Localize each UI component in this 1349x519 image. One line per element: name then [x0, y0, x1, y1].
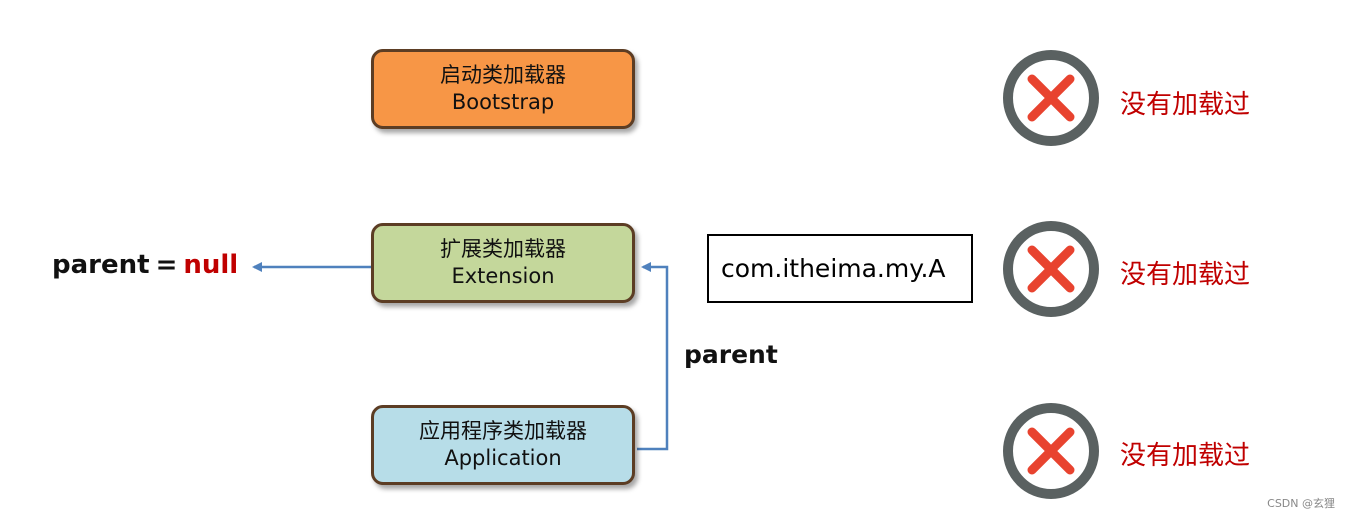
- application-not-loaded-icon: [1003, 403, 1099, 499]
- bootstrap-loader-box: 启动类加载器 Bootstrap: [371, 49, 635, 129]
- parent-null-label: parent=null: [52, 250, 238, 280]
- bootstrap-not-loaded-icon: [1003, 50, 1099, 146]
- application-loader-cn: 应用程序类加载器: [419, 419, 587, 443]
- extension-loader-cn: 扩展类加载器: [440, 237, 566, 261]
- application-loader-box: 应用程序类加载器 Application: [371, 405, 635, 485]
- watermark: CSDN @玄狸: [1267, 497, 1335, 510]
- parent-word: parent: [52, 250, 150, 280]
- equals-sign: =: [155, 250, 178, 280]
- class-name-text: com.itheima.my.A: [721, 254, 946, 283]
- extension-not-loaded-icon: [1003, 221, 1099, 317]
- parent-edge-label: parent: [684, 340, 778, 369]
- bootstrap-loader-cn: 启动类加载器: [440, 63, 566, 87]
- application-to-extension-arrow: [637, 262, 669, 451]
- application-status-text: 没有加载过: [1120, 441, 1251, 471]
- class-name-box: com.itheima.my.A: [707, 234, 973, 303]
- bootstrap-loader-en: Bootstrap: [451, 90, 555, 114]
- extension-status-text: 没有加载过: [1120, 260, 1251, 290]
- extension-loader-box: 扩展类加载器 Extension: [371, 223, 635, 303]
- null-word: null: [183, 250, 239, 280]
- application-loader-en: Application: [444, 446, 562, 470]
- bootstrap-status-text: 没有加载过: [1120, 90, 1251, 120]
- extension-loader-en: Extension: [451, 264, 555, 288]
